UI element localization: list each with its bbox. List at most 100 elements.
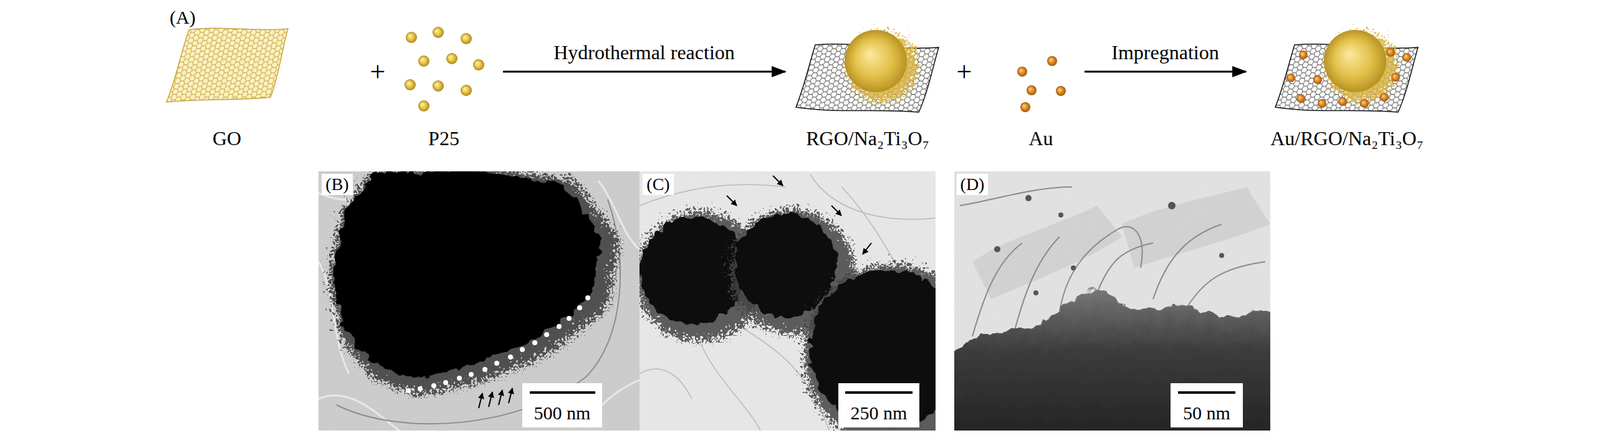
marker-dot	[482, 367, 488, 373]
marker-dot	[456, 375, 462, 381]
p25-particle	[432, 26, 444, 39]
p25-particle	[460, 33, 472, 45]
au-particle	[1402, 52, 1412, 62]
p25-particle	[460, 84, 472, 96]
pointer-arrows	[478, 388, 513, 409]
au-particle	[1026, 85, 1037, 96]
marker-dot	[585, 295, 591, 301]
marker-dot	[566, 316, 572, 321]
au-particle	[1360, 99, 1369, 108]
plus-sign: +	[956, 57, 973, 88]
au-particle	[1313, 75, 1323, 85]
au-particles	[1017, 56, 1066, 113]
rgo-composite	[795, 26, 939, 113]
p25-particle	[405, 31, 417, 44]
item-caption: Au	[1028, 127, 1053, 151]
marker-dot	[519, 347, 525, 353]
marker-dot	[468, 372, 474, 378]
au-particle	[1379, 92, 1389, 102]
au-particle	[1298, 50, 1308, 60]
titanate-sphere-image	[336, 173, 599, 374]
marker-dots	[405, 295, 591, 394]
graphene-flake	[972, 186, 1271, 300]
tem-panel-b	[318, 171, 640, 431]
au-particle	[1338, 97, 1347, 106]
titanate-sphere	[844, 29, 907, 93]
au-particle	[1055, 86, 1066, 96]
au-particle	[1017, 66, 1028, 77]
scale-bar-label: 250 nm	[850, 402, 908, 424]
marker-dot	[544, 332, 550, 338]
marker-dot	[494, 360, 500, 366]
p25-particle	[418, 55, 430, 67]
sphere-spikes	[1320, 26, 1390, 96]
plus-sign: +	[370, 57, 386, 88]
panel-label: (C)	[646, 175, 670, 195]
tem-panel-c	[639, 171, 936, 431]
p25-particles	[404, 26, 485, 112]
tem-grain	[318, 171, 640, 431]
item-figure: GO	[161, 24, 293, 153]
scale-bar-box	[522, 383, 603, 428]
item-caption: GO	[212, 127, 242, 151]
scale-bar	[1178, 391, 1236, 394]
panel-label: (D)	[960, 175, 985, 195]
sphere-spikes	[840, 26, 911, 96]
au-particle	[1286, 73, 1296, 83]
scale-bar-box	[838, 383, 920, 428]
arrow-label: Impregnation	[1108, 41, 1222, 64]
marker-dot	[577, 305, 583, 311]
panel-label-box	[642, 173, 674, 196]
pointer-arrow	[478, 393, 483, 409]
au-particle	[1296, 94, 1306, 103]
au-particle	[1317, 99, 1327, 108]
au-nanoparticles	[994, 195, 1225, 296]
scale-bar-label: 50 nm	[1183, 402, 1231, 424]
panel-label-box	[956, 173, 988, 196]
go-sheet	[166, 28, 288, 103]
go-sheet-fill	[166, 28, 288, 103]
pointer-arrow	[726, 195, 737, 206]
item-caption: P25	[428, 127, 460, 151]
pointer-arrow	[772, 175, 783, 186]
marker-dot	[443, 380, 449, 386]
panel-label: (A)	[169, 6, 196, 28]
item-figure: Au	[1009, 24, 1073, 153]
au-nanoparticle	[1219, 253, 1225, 259]
titanate-sphere	[1323, 29, 1387, 93]
pointer-arrow	[488, 392, 493, 408]
titanate-sphere-image	[809, 270, 936, 428]
panel-label-box	[321, 173, 353, 196]
au-nanoparticle	[1025, 195, 1032, 202]
au-particle	[1047, 56, 1058, 67]
pointer-arrow	[498, 390, 503, 406]
item-figure: P25	[397, 24, 491, 153]
au-particle	[1391, 72, 1400, 82]
au-nanoparticle	[994, 246, 1001, 253]
tem-panel-d	[954, 171, 1271, 431]
scale-bar-box	[1170, 383, 1243, 428]
item-figure: RGO/Na₂Ti₃O₇	[792, 24, 943, 153]
au-nanoparticle	[1168, 201, 1176, 210]
item-figure: Au/RGO/Na₂Ti₃O₇	[1253, 24, 1441, 153]
titanate-edge-image	[954, 289, 1271, 431]
marker-dot	[532, 340, 538, 346]
pointer-arrow	[831, 205, 842, 216]
sphere-halo	[796, 258, 936, 431]
marker-dot	[507, 354, 513, 360]
p25-particle	[418, 100, 430, 112]
au-particle	[1386, 47, 1395, 57]
au-nanoparticle	[1033, 290, 1039, 296]
pointer-arrow	[508, 388, 513, 404]
arrow-label: Hydrothermal reaction	[550, 41, 738, 64]
panel-label: (B)	[325, 175, 349, 195]
scale-bar	[845, 391, 913, 394]
au-nanoparticle	[1058, 212, 1064, 218]
marker-dot	[431, 383, 437, 389]
process-arrow	[502, 71, 786, 73]
process-arrow	[1084, 71, 1246, 73]
sphere-halo	[336, 173, 599, 374]
